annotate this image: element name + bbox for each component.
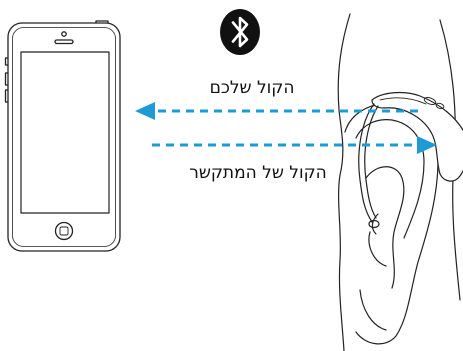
ear-with-hearing-aid-icon	[338, 14, 463, 351]
caller-voice-label: הקול של המתקשר	[189, 163, 327, 183]
your-voice-label: הקול שלכם	[210, 78, 295, 98]
caller-voice-arrow	[152, 136, 437, 154]
bluetooth-icon	[220, 9, 260, 55]
smartphone-icon	[6, 21, 121, 251]
